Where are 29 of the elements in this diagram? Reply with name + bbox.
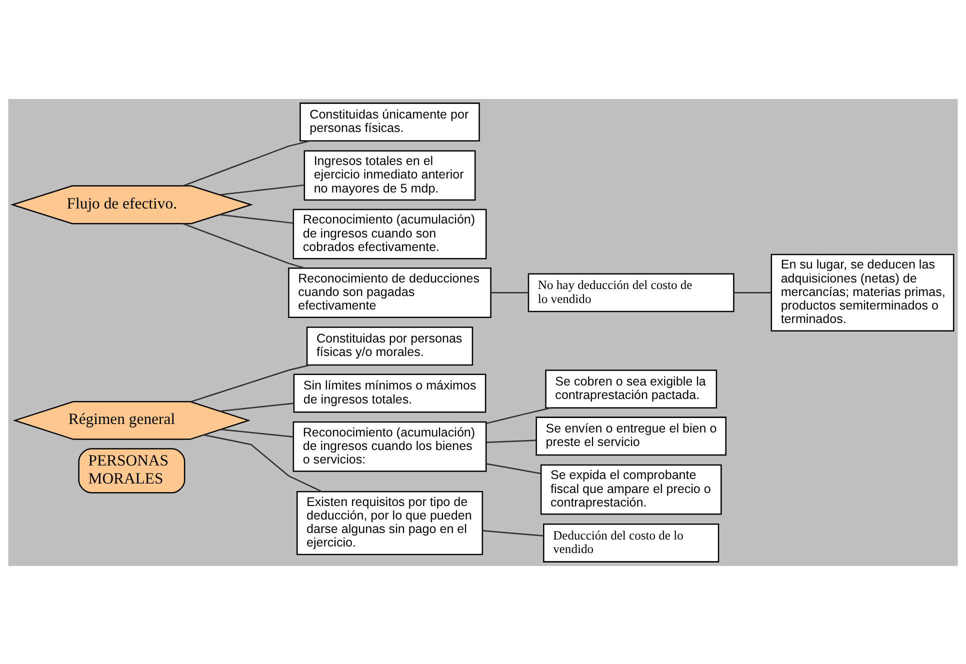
connector <box>486 462 541 474</box>
node-box: Constituidas únicamente por personas físicas. <box>300 102 480 142</box>
connector <box>220 214 294 224</box>
connector <box>182 140 311 186</box>
connector <box>486 406 551 424</box>
connector <box>220 428 294 438</box>
connector <box>482 530 544 536</box>
node-box: Reconocimiento (acumulación) de ingresos cuando son cobrados efectivamente. <box>292 208 487 259</box>
connector <box>204 434 322 492</box>
node-box: Sin límites mínimos o máximos de ingresos totales. <box>293 373 486 412</box>
node-box: Ingresos totales en el ejercicio inmediato anterior no mayores de 5 mdp. <box>304 150 476 200</box>
node-box: En su lugar, se deducen las adquisiciones (netas) de mercancías; materias primas, productos semiterminados o terminados. <box>770 253 954 332</box>
node-box: Se envíen o entregue el bien o preste el servicio <box>536 416 726 456</box>
connector <box>734 292 772 293</box>
node-box: No hay deducción del costo de lo vendido <box>528 272 734 312</box>
node-box: Se cobren o sea exigible la contraprestación pactada. <box>545 369 718 408</box>
connector <box>220 184 304 195</box>
node-box: Reconocimiento de deducciones cuando son pagadas efectivamente <box>288 266 492 318</box>
connector <box>190 364 311 402</box>
connector <box>220 402 294 412</box>
node-box: Constituidas por personas físicas y/o morales. <box>306 326 474 366</box>
node-box: Se expida el comprobante fiscal que ampare el precio o contraprestación. <box>540 464 722 514</box>
node-box: PERSONAS MORALES <box>78 448 186 493</box>
node-box: Deducción del costo de lo vendido <box>543 522 720 562</box>
connector <box>490 292 528 293</box>
connector <box>182 222 305 268</box>
node-box: Existen requisitos por tipo de deducción, por lo que pueden darse algunas sin pago en el ejercicio. <box>296 490 484 555</box>
node-box: Reconocimiento (acumulación) de ingresos cuando los bienes o servicios: <box>292 420 487 472</box>
connector <box>486 439 536 443</box>
